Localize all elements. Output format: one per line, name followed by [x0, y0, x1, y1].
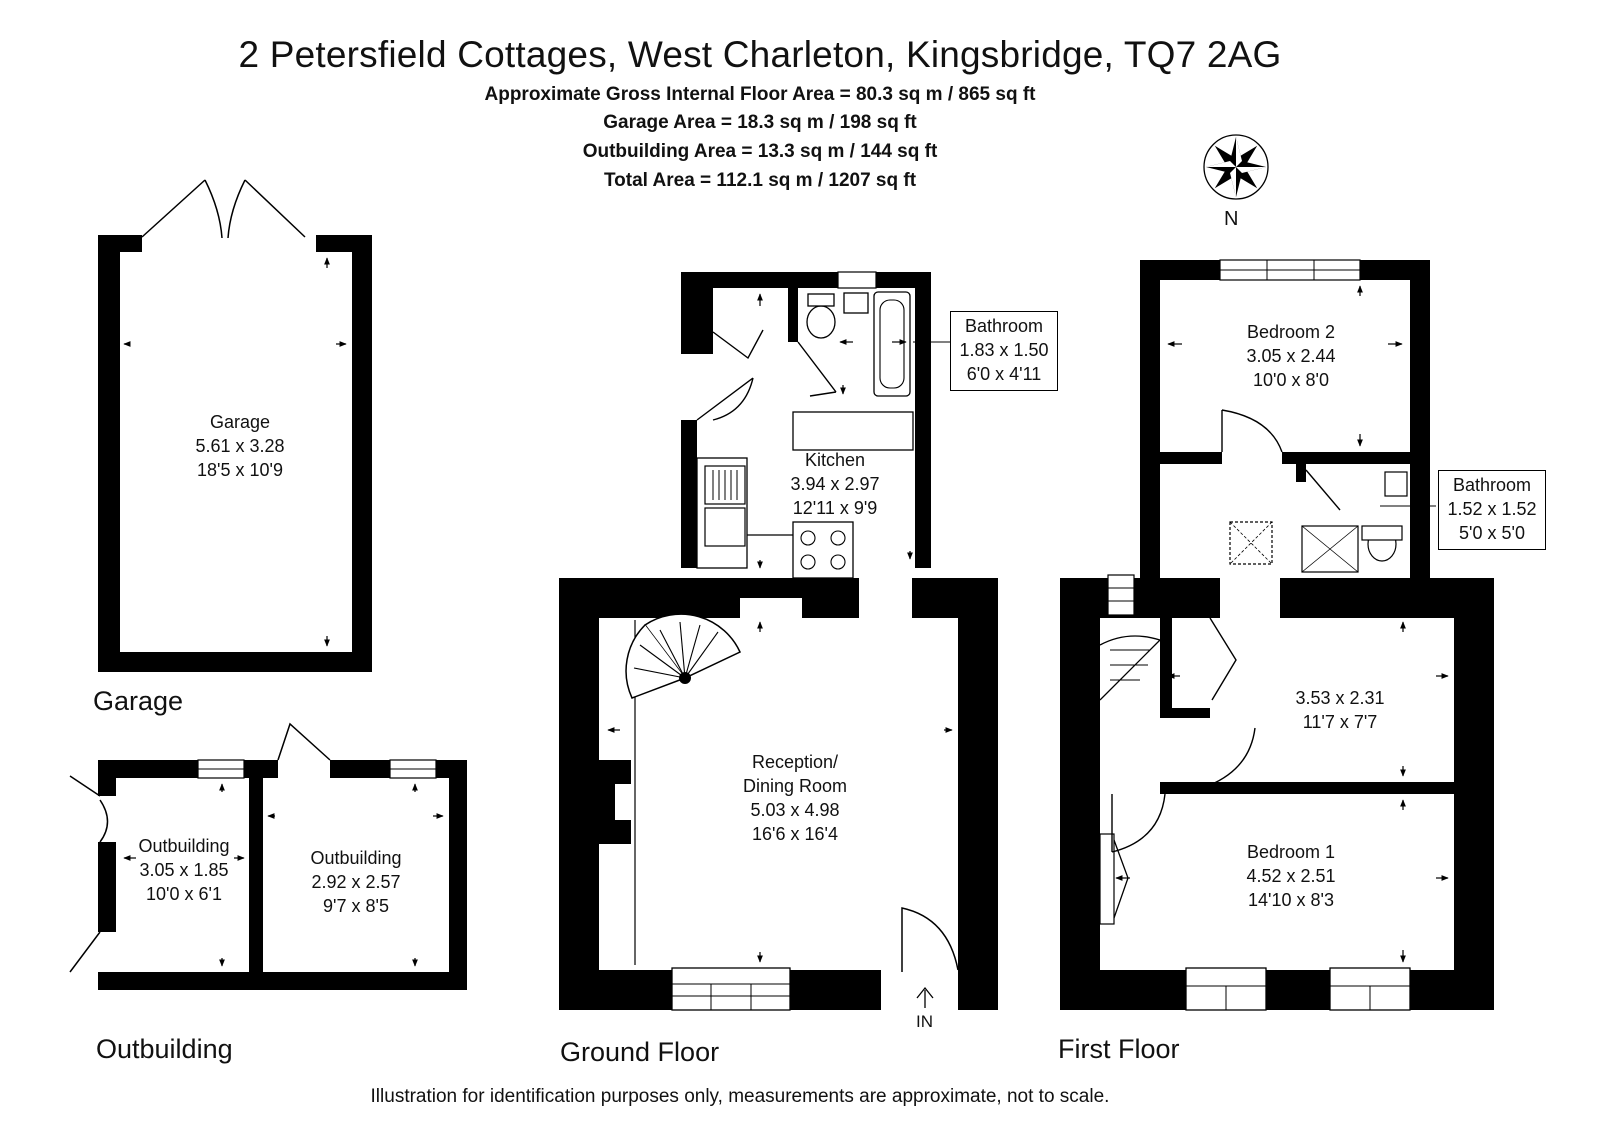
- room-label-landing: 3.53 x 2.31 11'7 x 7'7: [1280, 686, 1400, 734]
- basin-icon: [843, 292, 869, 314]
- room-name: Bathroom: [1452, 475, 1532, 495]
- room-imperial: 10'0 x 6'1: [146, 884, 222, 904]
- room-metric: 5.03 x 4.98: [750, 800, 840, 820]
- room-metric: 3.05 x 2.44: [1246, 346, 1336, 366]
- room-name: Bedroom 1: [1246, 842, 1336, 862]
- section-label-ground-floor: Ground Floor: [560, 1037, 720, 1067]
- room-imperial: 16'6 x 16'4: [752, 824, 838, 844]
- room-label-reception: Reception/ Dining Room 5.03 x 4.98 16'6 …: [720, 750, 870, 846]
- total-area: Total Area = 112.1 sq m / 1207 sq ft: [603, 170, 917, 191]
- compass-north-label: N: [1224, 208, 1239, 230]
- section-label-first-floor: First Floor: [1058, 1034, 1180, 1064]
- section-label-garage: Garage: [93, 686, 184, 716]
- room-metric: 1.83 x 1.50: [959, 340, 1049, 360]
- room-imperial: 11'7 x 7'7: [1302, 712, 1378, 732]
- skylight-icon: [1229, 521, 1273, 565]
- first-floor-plan: [1060, 259, 1494, 1011]
- room-metric: 4.52 x 2.51: [1246, 866, 1336, 886]
- outbuilding-area: Outbuilding Area = 13.3 sq m / 144 sq ft: [582, 141, 938, 162]
- room-label-bathroom-ground: Bathroom 1.83 x 1.50 6'0 x 4'11: [950, 311, 1058, 391]
- section-label-outbuilding: Outbuilding: [96, 1034, 233, 1064]
- garage-plan: [98, 179, 372, 672]
- room-metric: 3.05 x 1.85: [139, 860, 229, 880]
- room-name-line-2: Dining Room: [742, 776, 848, 796]
- room-metric: 3.53 x 2.31: [1295, 688, 1385, 708]
- disclaimer: Illustration for identification purposes…: [370, 1086, 1110, 1107]
- room-imperial: 10'0 x 8'0: [1253, 370, 1329, 390]
- room-imperial: 5'0 x 5'0: [1459, 523, 1525, 543]
- room-imperial: 18'5 x 10'9: [197, 460, 283, 480]
- room-imperial: 12'11 x 9'9: [792, 498, 878, 518]
- room-name: Bedroom 2: [1246, 322, 1336, 342]
- room-metric: 1.52 x 1.52: [1447, 499, 1537, 519]
- room-label-bedroom-1: Bedroom 1 4.52 x 2.51 14'10 x 8'3: [1226, 840, 1356, 912]
- hob-icon: [792, 521, 854, 579]
- ground-floor-plan: [559, 271, 998, 1011]
- room-label-garage: Garage 5.61 x 3.28 18'5 x 10'9: [170, 410, 310, 482]
- room-name: Kitchen: [804, 450, 866, 470]
- page-title: 2 Petersfield Cottages, West Charleton, …: [238, 34, 1282, 75]
- room-imperial: 14'10 x 8'3: [1248, 890, 1334, 910]
- room-name: Garage: [209, 412, 271, 432]
- outbuilding-plan: [69, 722, 467, 990]
- toilet-icon: [806, 305, 836, 339]
- room-name: Outbuilding: [310, 848, 402, 868]
- room-imperial: 9'7 x 8'5: [323, 896, 389, 916]
- compass-icon: [1203, 134, 1269, 200]
- room-label-outbuilding-1: Outbuilding 3.05 x 1.85 10'0 x 6'1: [118, 834, 250, 906]
- room-name: Outbuilding: [138, 836, 230, 856]
- room-metric: 3.94 x 2.97: [790, 474, 880, 494]
- garage-door-swing: [141, 179, 306, 239]
- garage-area: Garage Area = 18.3 sq m / 198 sq ft: [603, 112, 917, 133]
- basin-icon-first: [1384, 471, 1408, 497]
- gross-internal-area: Approximate Gross Internal Floor Area = …: [484, 84, 1036, 105]
- room-label-bedroom-2: Bedroom 2 3.05 x 2.44 10'0 x 8'0: [1226, 320, 1356, 392]
- room-name: Reception/: [751, 752, 839, 772]
- room-metric: 5.61 x 3.28: [195, 436, 285, 456]
- room-label-bathroom-first: Bathroom 1.52 x 1.52 5'0 x 5'0: [1438, 470, 1546, 550]
- room-metric: 2.92 x 2.57: [311, 872, 401, 892]
- room-label-outbuilding-2: Outbuilding 2.92 x 2.57 9'7 x 8'5: [290, 846, 422, 918]
- room-label-kitchen: Kitchen 3.94 x 2.97 12'11 x 9'9: [770, 448, 900, 520]
- room-imperial: 6'0 x 4'11: [966, 364, 1042, 384]
- room-name: Bathroom: [964, 316, 1044, 336]
- spiral-stair-icon: [643, 613, 741, 679]
- entrance-label: IN: [916, 1012, 933, 1031]
